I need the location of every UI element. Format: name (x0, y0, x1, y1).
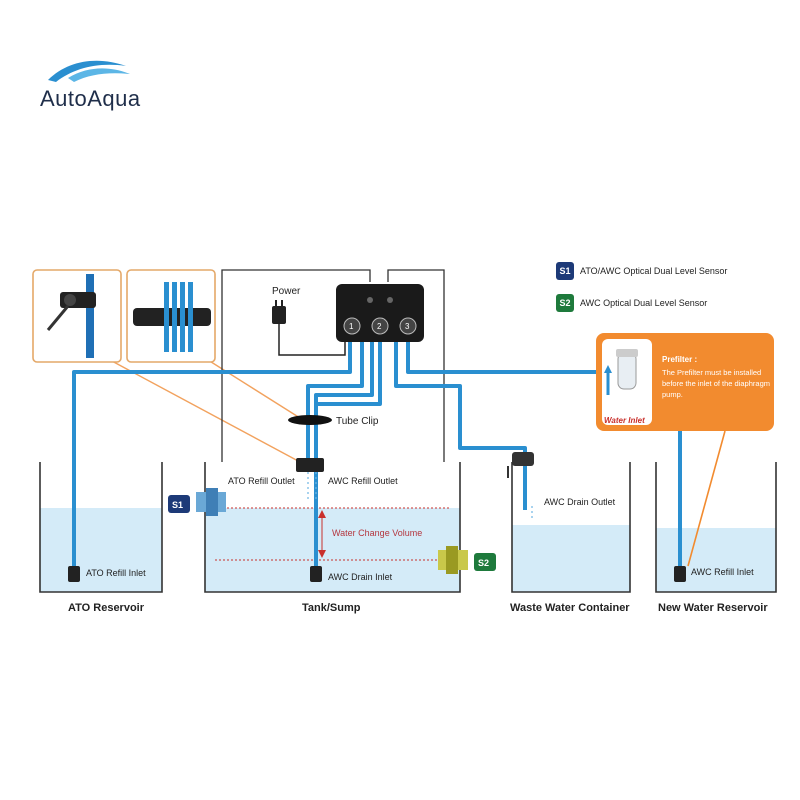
awc-refill-inlet-label: AWC Refill Inlet (691, 567, 754, 577)
waste-outline (511, 462, 631, 593)
dial-3: 3 (405, 322, 410, 331)
ato-reservoir-name: ATO Reservoir (68, 602, 145, 614)
dial-2: 2 (377, 322, 382, 331)
ato-refill-inlet-label: ATO Refill Inlet (86, 568, 146, 578)
s2-badge (474, 553, 496, 571)
awc-drain-inlet-label: AWC Drain Inlet (328, 572, 393, 582)
container-outlines (39, 462, 777, 593)
prefilter-title: Prefilter : (662, 355, 698, 364)
inlet-fittings (68, 566, 686, 582)
awc-drain-tube (314, 340, 382, 566)
prefilter-image (602, 339, 652, 425)
legend-s1-badge: S1 (556, 262, 574, 280)
ato-reservoir-outline (39, 462, 163, 593)
s2-badge-text: S2 (478, 558, 489, 568)
new-reservoir-outline (655, 462, 777, 593)
awc-drain-outlet-label: AWC Drain Outlet (544, 497, 616, 507)
brand-name: AutoAqua (40, 86, 141, 111)
water-change-arrow (318, 510, 326, 558)
tube-clip-icon (288, 415, 332, 472)
tank-outline (204, 462, 461, 593)
tank-name: Tank/Sump (302, 602, 361, 614)
water-inlet-label: Water Inlet (604, 416, 645, 425)
water-drops (307, 472, 533, 520)
tube-clip-label: Tube Clip (336, 416, 379, 427)
s1-badge-text: S1 (172, 500, 183, 510)
controller-unit (336, 284, 424, 342)
new-reservoir-name: New Water Reservoir (658, 602, 768, 614)
power-adapter-icon (272, 300, 346, 356)
waste-water (512, 525, 630, 592)
tank-water (205, 508, 460, 592)
ato-refill-tube (72, 340, 352, 566)
photo-pointers (109, 359, 301, 463)
prefilter-callout: Prefilter : The Prefilter must be instal… (596, 333, 774, 431)
awc-refill-tube (406, 340, 682, 566)
ato-refill-outlet-label: ATO Refill Outlet (228, 476, 295, 486)
prefilter-icon (604, 349, 638, 395)
power-box (221, 269, 445, 462)
s1-sensor (196, 488, 226, 516)
power-label: Power (272, 286, 301, 297)
callout-pointer (687, 430, 726, 567)
legend-s2-badge: S2 (556, 294, 574, 312)
waste-container-name: Waste Water Container (510, 602, 630, 614)
s1-badge (168, 495, 190, 513)
new-water (656, 528, 776, 592)
photo-inset-pump (32, 269, 122, 363)
pump-photo (46, 274, 96, 358)
water-change-volume-label: Water Change Volume (332, 528, 423, 538)
brand-logo: AutoAqua (38, 52, 168, 112)
dial-1: 1 (349, 322, 354, 331)
clip-photo (133, 282, 211, 352)
awc-refill-outlet-label: AWC Refill Outlet (328, 476, 398, 486)
legend-s2: S2 AWC Optical Dual Level Sensor (556, 294, 707, 312)
water-change-lines (215, 507, 450, 561)
s2-sensor (438, 546, 468, 574)
legend-s2-text: AWC Optical Dual Level Sensor (580, 298, 708, 308)
wave-icon (48, 60, 130, 82)
legend-s1-text: ATO/AWC Optical Dual Level Sensor (580, 266, 728, 276)
legend-s1: S1 ATO/AWC Optical Dual Level Sensor (556, 262, 727, 280)
ato-reservoir-water (40, 508, 162, 592)
drain-outlet-clamp (507, 452, 534, 478)
prefilter-body: The Prefilter must be installed before t… (662, 368, 770, 399)
